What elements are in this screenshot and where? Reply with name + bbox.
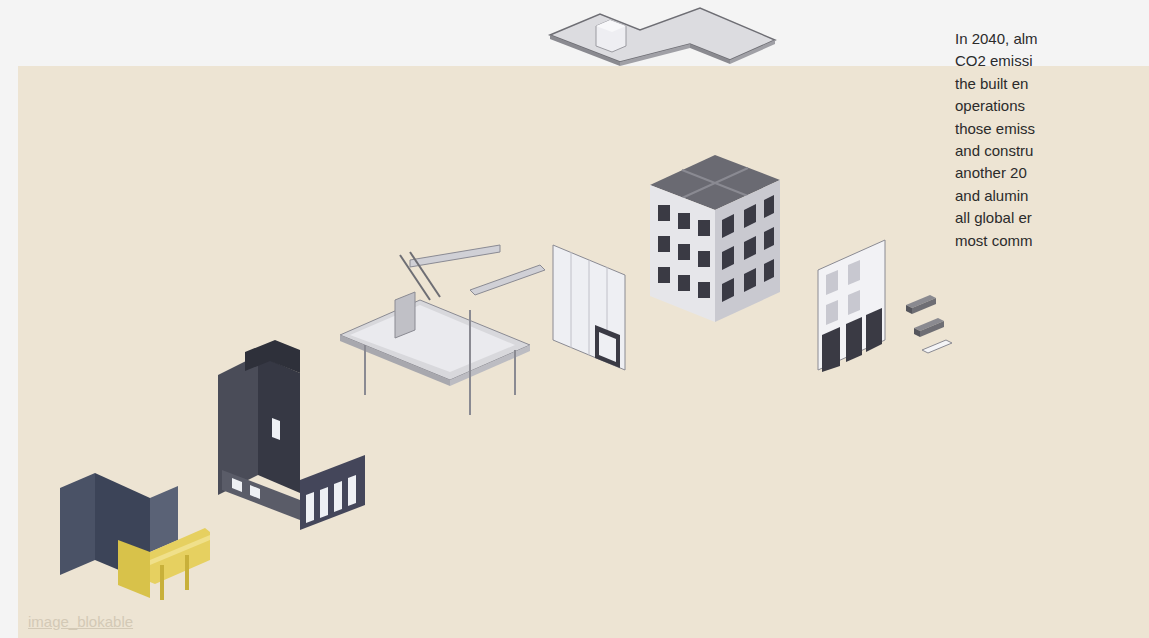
body-text-line: CO2 emissi bbox=[955, 51, 1033, 71]
ground-floor-walls bbox=[60, 473, 210, 600]
body-text-line: most comm bbox=[955, 231, 1033, 251]
core-walls bbox=[218, 340, 365, 530]
small-components bbox=[906, 295, 952, 353]
wall-panel bbox=[553, 245, 625, 370]
facade-element bbox=[818, 240, 885, 372]
body-text-line: those emiss bbox=[955, 119, 1035, 139]
body-text-line: operations bbox=[955, 96, 1025, 116]
body-text-line: the built en bbox=[955, 74, 1028, 94]
roof-slab bbox=[550, 8, 775, 66]
body-text-line: all global er bbox=[955, 208, 1032, 228]
body-text-line: and alumin bbox=[955, 186, 1028, 206]
module-stack bbox=[650, 155, 780, 322]
body-text-line: another 20 bbox=[955, 163, 1027, 183]
image-credit-watermark: image_blokable bbox=[28, 613, 133, 631]
body-text-line: In 2040, alm bbox=[955, 29, 1038, 49]
stair-floor-structure bbox=[340, 245, 545, 415]
body-text-line: and constru bbox=[955, 141, 1033, 161]
